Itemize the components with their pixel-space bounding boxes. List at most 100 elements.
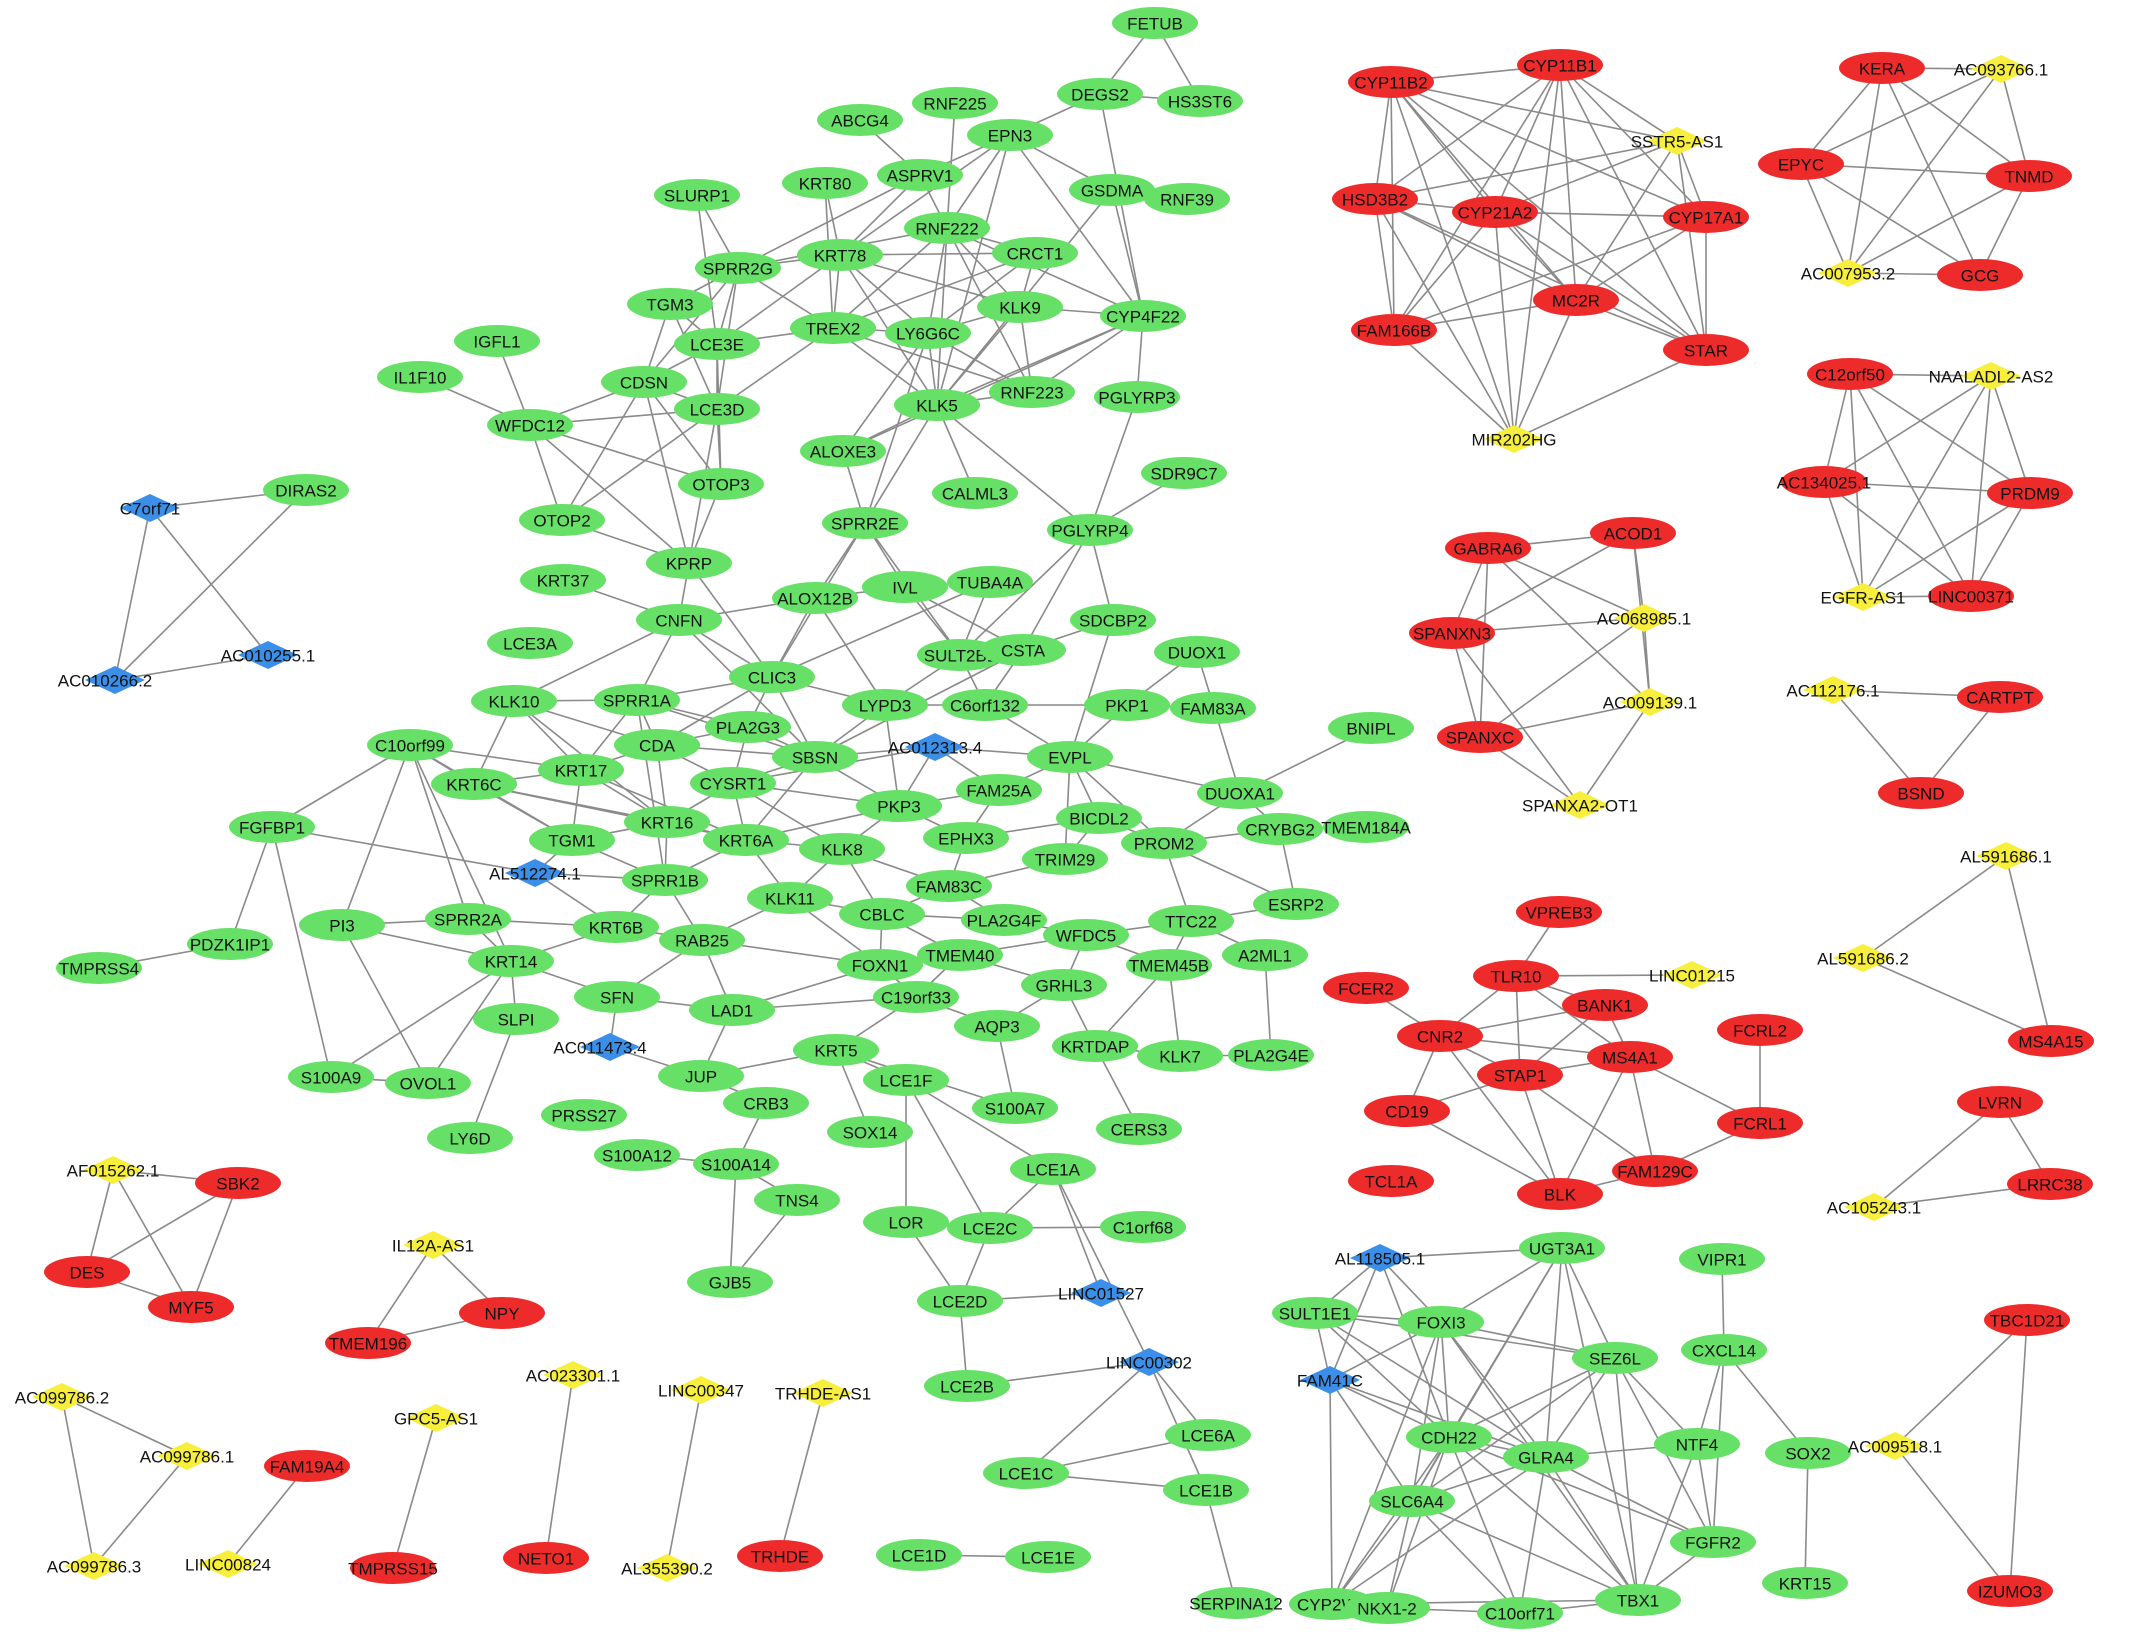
node-STAR[interactable]: STAR [1663,334,1749,366]
node-LINC01215[interactable]: LINC01215 [1649,961,1735,989]
node-SLPI[interactable]: SLPI [473,1003,559,1035]
node-MYF5[interactable]: MYF5 [148,1291,234,1323]
node-MC2R[interactable]: MC2R [1533,284,1619,316]
node-OTOP3[interactable]: OTOP3 [678,468,764,500]
node-CXCL14[interactable]: CXCL14 [1681,1334,1767,1366]
node-A2ML1[interactable]: A2ML1 [1222,939,1308,971]
node-KRTDAP[interactable]: KRTDAP [1052,1030,1138,1062]
node-TRIM29[interactable]: TRIM29 [1022,843,1108,875]
node-S100A14[interactable]: S100A14 [693,1148,779,1180]
node-KRT15[interactable]: KRT15 [1762,1567,1848,1599]
node-FOXI3[interactable]: FOXI3 [1398,1306,1484,1338]
node-C1orf68[interactable]: C1orf68 [1100,1211,1186,1243]
node-FCRL1[interactable]: FCRL1 [1717,1107,1803,1139]
node-AC011473.4[interactable]: AC011473.4 [553,1033,647,1061]
node-PGLYRP3[interactable]: PGLYRP3 [1094,381,1180,413]
node-PROM2[interactable]: PROM2 [1121,827,1207,859]
node-GJB5[interactable]: GJB5 [687,1266,773,1298]
node-C19orf33[interactable]: C19orf33 [873,981,959,1013]
node-KLK11[interactable]: KLK11 [747,882,833,914]
node-TNMD[interactable]: TNMD [1986,160,2072,192]
node-SPANXC[interactable]: SPANXC [1437,721,1523,753]
node-LCE1B[interactable]: LCE1B [1163,1474,1249,1506]
node-TRHDE-AS1[interactable]: TRHDE-AS1 [775,1379,871,1407]
node-S100A12[interactable]: S100A12 [594,1139,680,1171]
node-AC012313.4[interactable]: AC012313.4 [888,733,983,761]
node-AL512274.1[interactable]: AL512274.1 [489,859,581,887]
node-C6orf132[interactable]: C6orf132 [942,689,1028,721]
node-AL355390.2[interactable]: AL355390.2 [621,1554,713,1582]
node-TBC1D21[interactable]: TBC1D21 [1984,1304,2070,1336]
node-TBX1[interactable]: TBX1 [1595,1584,1681,1616]
node-PGLYRP4[interactable]: PGLYRP4 [1047,514,1133,546]
node-LCE6A[interactable]: LCE6A [1165,1419,1251,1451]
node-KLK7[interactable]: KLK7 [1137,1040,1223,1072]
node-GSDMA[interactable]: GSDMA [1069,174,1155,206]
node-DEGS2[interactable]: DEGS2 [1057,78,1143,110]
node-SPRR2E[interactable]: SPRR2E [822,507,908,539]
node-EPN3[interactable]: EPN3 [967,119,1053,151]
node-TRHDE[interactable]: TRHDE [737,1540,823,1572]
node-LCE2B[interactable]: LCE2B [924,1370,1010,1402]
node-LINC00347[interactable]: LINC00347 [658,1376,744,1404]
node-HSD3B2[interactable]: HSD3B2 [1332,183,1418,215]
node-KLK10[interactable]: KLK10 [471,685,557,717]
node-HS3ST6[interactable]: HS3ST6 [1157,85,1243,117]
node-LYPD3[interactable]: LYPD3 [842,689,928,721]
node-TLR10[interactable]: TLR10 [1473,960,1559,992]
node-CBLC[interactable]: CBLC [839,898,925,930]
node-MS4A1[interactable]: MS4A1 [1587,1041,1673,1073]
node-NETO1[interactable]: NETO1 [503,1542,589,1574]
node-ASPRV1[interactable]: ASPRV1 [877,159,963,191]
node-CRYBG2[interactable]: CRYBG2 [1237,813,1323,845]
node-KLK8[interactable]: KLK8 [799,833,885,865]
node-AC009518.1[interactable]: AC009518.1 [1848,1432,1943,1460]
node-WFDC12[interactable]: WFDC12 [487,409,573,441]
node-OTOP2[interactable]: OTOP2 [519,504,605,536]
node-FAM166B[interactable]: FAM166B [1351,314,1437,346]
node-KLK5[interactable]: KLK5 [894,389,980,421]
node-FAM25A[interactable]: FAM25A [956,774,1042,806]
node-TMPRSS15[interactable]: TMPRSS15 [348,1552,438,1584]
node-SLC6A4[interactable]: SLC6A4 [1369,1485,1455,1517]
node-RNF39[interactable]: RNF39 [1144,183,1230,215]
node-GCG[interactable]: GCG [1937,259,2023,291]
node-LCE2D[interactable]: LCE2D [917,1285,1003,1317]
node-KRT14[interactable]: KRT14 [468,945,554,977]
node-GPC5-AS1[interactable]: GPC5-AS1 [394,1404,478,1432]
node-CARTPT[interactable]: CARTPT [1957,681,2043,713]
node-IZUMO3[interactable]: IZUMO3 [1967,1575,2053,1607]
node-LINC00824[interactable]: LINC00824 [185,1550,271,1578]
node-CDH22[interactable]: CDH22 [1406,1421,1492,1453]
node-PRSS27[interactable]: PRSS27 [541,1099,627,1131]
node-LCE3E[interactable]: LCE3E [674,328,760,360]
node-LCE1D[interactable]: LCE1D [876,1539,962,1571]
node-CD19[interactable]: CD19 [1364,1095,1450,1127]
node-CYSRT1[interactable]: CYSRT1 [690,767,776,799]
node-EPHX3[interactable]: EPHX3 [923,822,1009,854]
node-TMEM184A[interactable]: TMEM184A [1321,811,1412,843]
node-FAM129C[interactable]: FAM129C [1612,1155,1698,1187]
node-SFN[interactable]: SFN [574,981,660,1013]
node-BLK[interactable]: BLK [1517,1178,1603,1210]
node-AC099786.2[interactable]: AC099786.2 [15,1383,110,1411]
node-GRHL3[interactable]: GRHL3 [1021,969,1107,1001]
node-LCE1A[interactable]: LCE1A [1010,1153,1096,1185]
node-AC007953.2[interactable]: AC007953.2 [1801,259,1896,287]
node-CYP11B1[interactable]: CYP11B1 [1517,49,1603,81]
node-SOX2[interactable]: SOX2 [1765,1437,1851,1469]
node-AC009139.1[interactable]: AC009139.1 [1603,688,1698,716]
node-TUBA4A[interactable]: TUBA4A [947,566,1033,598]
node-EPYC[interactable]: EPYC [1758,148,1844,180]
node-LVRN[interactable]: LVRN [1957,1086,2043,1118]
node-AL118505.1[interactable]: AL118505.1 [1335,1244,1425,1272]
node-FAM83C[interactable]: FAM83C [906,870,992,902]
node-SPANXN3[interactable]: SPANXN3 [1409,617,1495,649]
node-PKP3[interactable]: PKP3 [856,790,942,822]
node-ACOD1[interactable]: ACOD1 [1590,517,1676,549]
node-LCE1C[interactable]: LCE1C [983,1457,1069,1489]
node-RNF223[interactable]: RNF223 [989,376,1075,408]
node-CDA[interactable]: CDA [614,729,700,761]
node-LRRC38[interactable]: LRRC38 [2007,1168,2093,1200]
node-CYP11B2[interactable]: CYP11B2 [1348,66,1434,98]
